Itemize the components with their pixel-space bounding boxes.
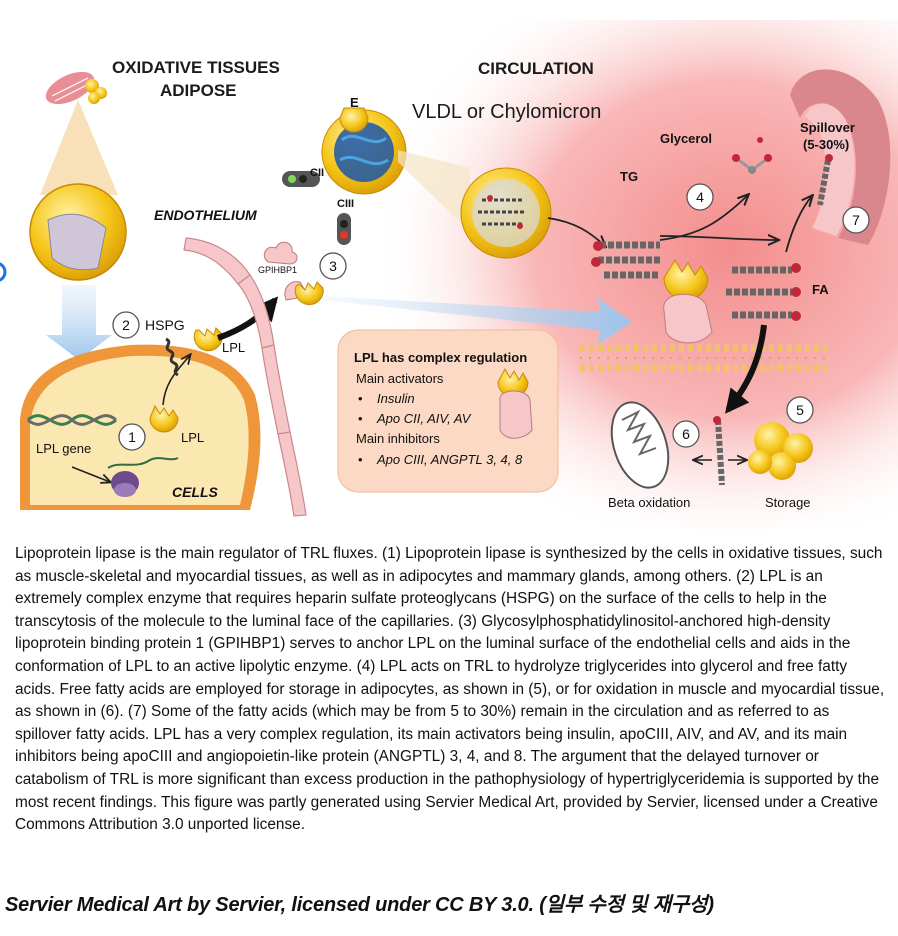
step-6-circle [672,420,700,448]
spillover-fa-icon [817,154,833,206]
ribosome-icon [107,457,179,497]
step-5-number: 5 [796,402,804,418]
lpl-enzyme-gpihbp1-icon [294,281,324,306]
fa-uptake-arrow [725,324,767,414]
gpihbp1-label: GPIHBP1 [258,265,297,275]
fa-release-arrow [659,236,778,240]
lpl-enzyme-hspg-icon [193,327,223,352]
mitochondrion-icon [610,401,670,489]
storage-label: Storage [765,495,811,510]
apo-ciii-label: CIII [337,198,354,210]
step-7-number: 7 [852,212,860,228]
apo-ciii-icon [337,213,351,245]
step-2-number: 2 [122,317,130,333]
apo-cii-icon [282,171,320,187]
activator-item-2: Apo CII, AIV, AV [376,411,472,426]
step-3-circle [319,252,347,280]
edge-marker [0,262,7,282]
adipocyte-icon [29,183,127,281]
vldl-label: VLDL or Chylomicron [412,101,601,123]
step-2-circle [112,311,140,339]
lpl-enzyme-cell-icon [149,404,179,433]
transcytosis-arrow [216,296,279,341]
step-1-circle [118,423,146,451]
step-7-circle [842,206,870,234]
figure-caption: Lipoprotein lipase is the main regulator… [15,545,885,834]
zoom-arrow-down [46,285,112,360]
dna-helix-icon [27,414,117,426]
fatty-acid-molecules-icon [726,263,801,321]
lipoprotein-particle-icon [321,109,407,195]
adipose-label: ADIPOSE [160,81,237,100]
lpl-exit-arrow [162,355,190,406]
regulation-lpl-icon [497,367,533,439]
glycerol-label: Glycerol [660,131,712,146]
cells-label: CELLS [172,484,219,500]
regulation-title: LPL has complex regulation [354,350,527,365]
fa-label: FA [812,282,829,297]
circulation-label: CIRCULATION [478,59,594,78]
hspg-label: HSPG [145,317,185,333]
lpl-top-label: LPL [222,340,245,355]
lpl-gene-label: LPL gene [36,441,91,456]
activator-item-1: Insulin [377,391,415,406]
endothelium-cells [183,237,307,517]
hydrolysis-arrow [659,195,748,241]
apo-e-icon [339,107,369,133]
oxidative-tissues-label: OXIDATIVE TISSUES [112,58,280,77]
activators-heading: Main activators [356,371,444,386]
step-4-number: 4 [696,189,704,205]
apo-cii-label: CII [310,167,324,179]
step-1-number: 1 [128,429,136,445]
gene-to-ribosome-arrow [71,466,110,482]
spillover-arrow [785,196,812,253]
lpl-cell-label: LPL [181,430,204,445]
regulation-box: LPL has complex regulation Main activato… [337,329,559,493]
activator-bullet-1: • [358,391,363,406]
inhibitors-heading: Main inhibitors [356,431,440,446]
spillover-range-label: (5-30%) [803,137,849,152]
tg-label: TG [620,169,638,184]
inhibitor-item-1: Apo CIII, ANGPTL 3, 4, 8 [376,452,523,467]
beta-oxidation-label: Beta oxidation [608,495,690,510]
triglyceride-molecule-icon [591,241,660,279]
uptake-fatty-acid-icon [713,416,725,486]
glycerol-molecule-icon [732,137,772,174]
apo-e-label: E [350,95,359,110]
activator-bullet-2: • [358,411,363,426]
endothelial-membrane [580,344,830,372]
triglyceride-particle-icon [460,167,552,259]
spillover-label: Spillover [800,120,855,135]
hspg-spring-icon [165,337,179,377]
fat-storage-icon [748,422,813,480]
credit-line: Servier Medical Art by Servier, licensed… [5,894,714,916]
gpihbp1-anchor-icon [263,241,298,265]
step-4-circle [686,183,714,211]
inhibitor-bullet-1: • [358,452,363,467]
step-3-number: 3 [329,258,337,274]
tg-zoom-cone [398,150,470,232]
zoom-cone [40,100,118,195]
lpl-pathway-diagram: OXIDATIVE TISSUES ADIPOSE CELLS LPL gene… [0,20,898,530]
step-5-circle [786,396,814,424]
blood-vessel-icon [790,69,891,246]
endothelium-label: ENDOTHELIUM [154,207,257,223]
lpl-enzyme-membrane-icon [663,259,713,344]
step-6-number: 6 [682,426,690,442]
lpl-transfer-arrow [322,296,632,344]
muscle-tissue-icon [45,71,107,105]
